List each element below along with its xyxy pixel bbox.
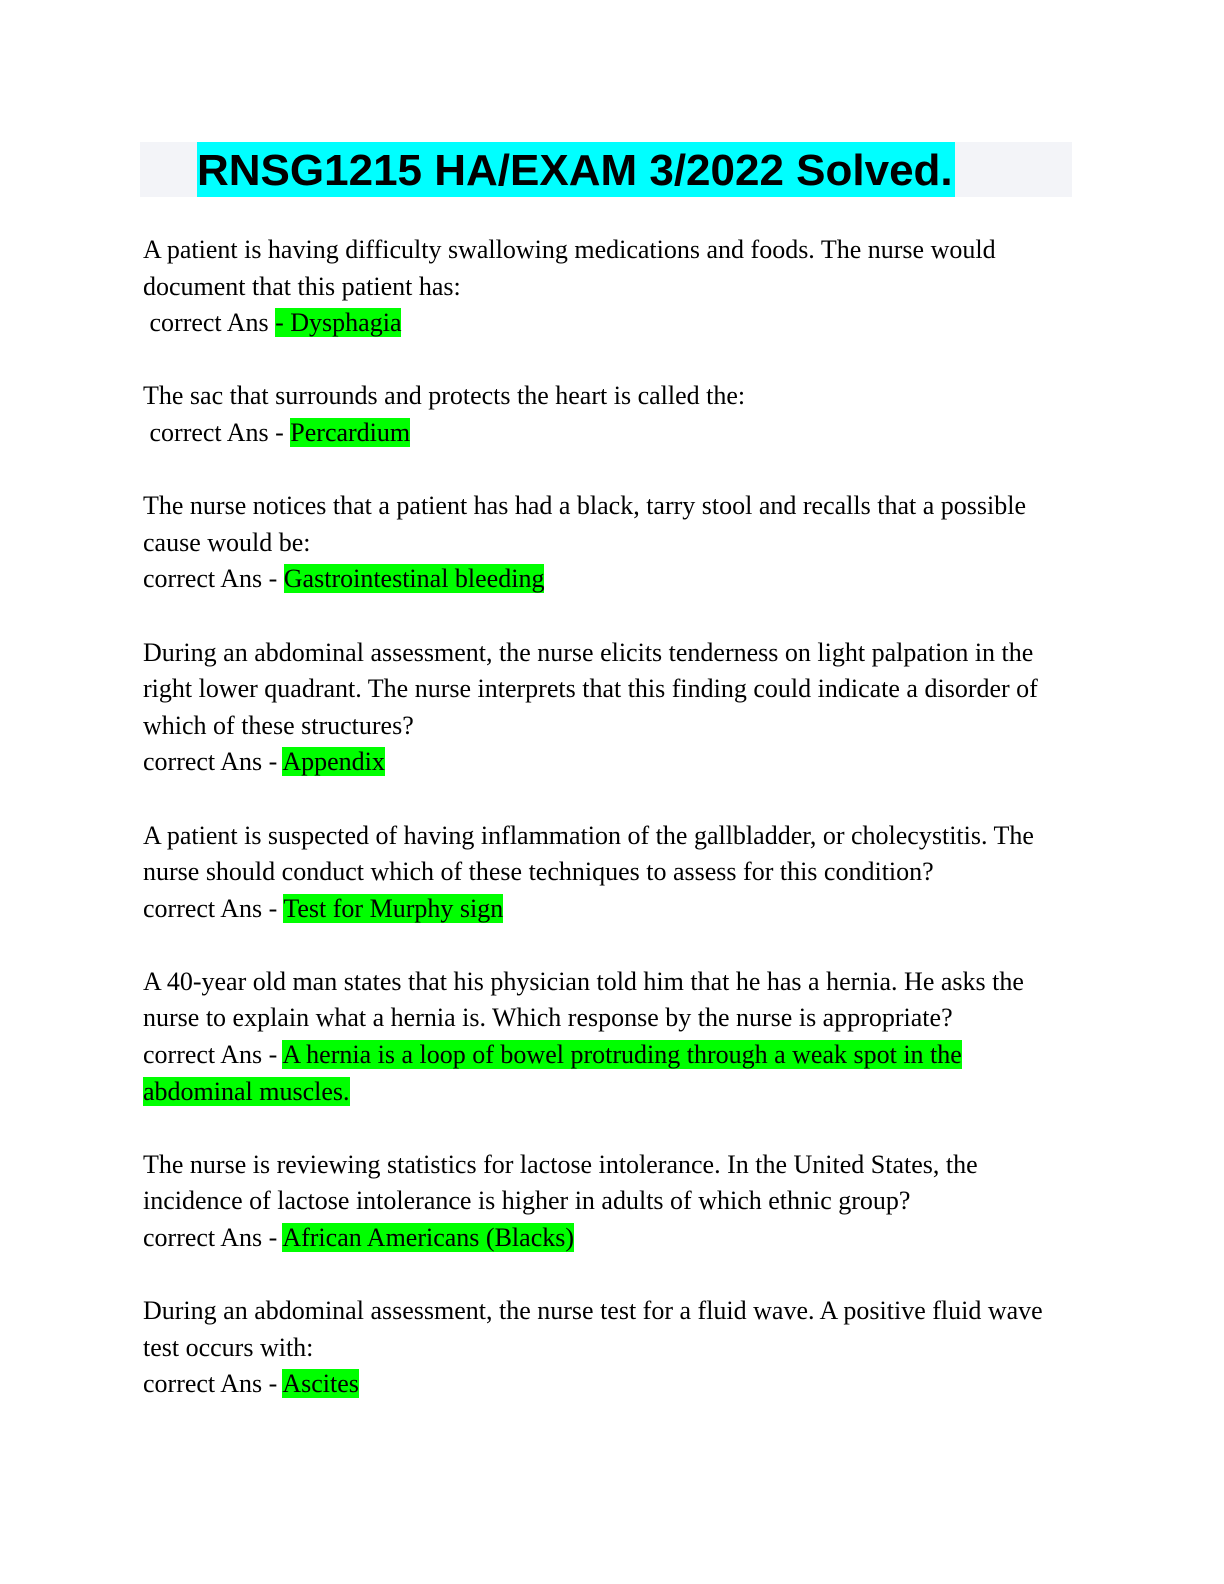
answer-prefix: correct Ans - bbox=[143, 893, 284, 923]
answer-prefix: correct Ans - bbox=[143, 417, 291, 447]
qa-item: The nurse is reviewing statistics for la… bbox=[143, 1147, 1073, 1257]
qa-item: During an abdominal assessment, the nurs… bbox=[143, 1293, 1073, 1403]
answer-highlight: Percardium bbox=[290, 417, 411, 447]
question-text: A 40-year old man states that his physic… bbox=[143, 966, 1024, 1033]
answer-line: correct Ans - Appendix bbox=[143, 744, 1073, 781]
qa-item: During an abdominal assessment, the nurs… bbox=[143, 635, 1073, 781]
answer-line: correct Ans - Ascites bbox=[143, 1366, 1073, 1403]
qa-item: A patient is suspected of having inflamm… bbox=[143, 818, 1073, 928]
answer-highlight: Gastrointestinal bleeding bbox=[283, 564, 545, 594]
answer-prefix: correct Ans - bbox=[143, 564, 284, 594]
qa-list: A patient is having difficulty swallowin… bbox=[143, 232, 1073, 1440]
answer-highlight: - Dysphagia bbox=[275, 308, 402, 338]
answer-line: correct Ans - African Americans (Blacks) bbox=[143, 1220, 1073, 1257]
answer-line: correct Ans - Dysphagia bbox=[143, 305, 1073, 342]
question-text: The sac that surrounds and protects the … bbox=[143, 381, 746, 411]
answer-highlight: Test for Murphy sign bbox=[283, 893, 504, 923]
answer-line: correct Ans - Percardium bbox=[143, 415, 1073, 452]
answer-prefix: correct Ans - bbox=[143, 1040, 283, 1070]
answer-prefix: correct Ans bbox=[143, 308, 276, 338]
question-text: A patient is suspected of having inflamm… bbox=[143, 820, 1034, 887]
answer-line: correct Ans - Test for Murphy sign bbox=[143, 891, 1073, 928]
question-text: During an abdominal assessment, the nurs… bbox=[143, 637, 1038, 740]
document-title: RNSG1215 HA/EXAM 3/2022 Solved. bbox=[197, 142, 955, 197]
answer-highlight: Ascites bbox=[282, 1369, 359, 1399]
answer-prefix: correct Ans - bbox=[143, 747, 283, 777]
question-text: The nurse is reviewing statistics for la… bbox=[143, 1149, 978, 1216]
qa-item: The sac that surrounds and protects the … bbox=[143, 378, 1073, 451]
answer-highlight: African Americans (Blacks) bbox=[282, 1223, 575, 1253]
question-text: A patient is having difficulty swallowin… bbox=[143, 235, 996, 301]
answer-prefix: correct Ans - bbox=[143, 1369, 283, 1399]
answer-highlight: Appendix bbox=[282, 747, 385, 777]
answer-line: correct Ans - A hernia is a loop of bowe… bbox=[143, 1037, 1073, 1110]
qa-item: A 40-year old man states that his physic… bbox=[143, 964, 1073, 1110]
qa-item: The nurse notices that a patient has had… bbox=[143, 488, 1073, 598]
question-text: The nurse notices that a patient has had… bbox=[143, 491, 1026, 557]
answer-prefix: correct Ans - bbox=[143, 1223, 283, 1253]
qa-item: A patient is having difficulty swallowin… bbox=[143, 232, 1073, 342]
answer-line: correct Ans - Gastrointestinal bleeding bbox=[143, 561, 1073, 598]
question-text: During an abdominal assessment, the nurs… bbox=[143, 1296, 1043, 1362]
